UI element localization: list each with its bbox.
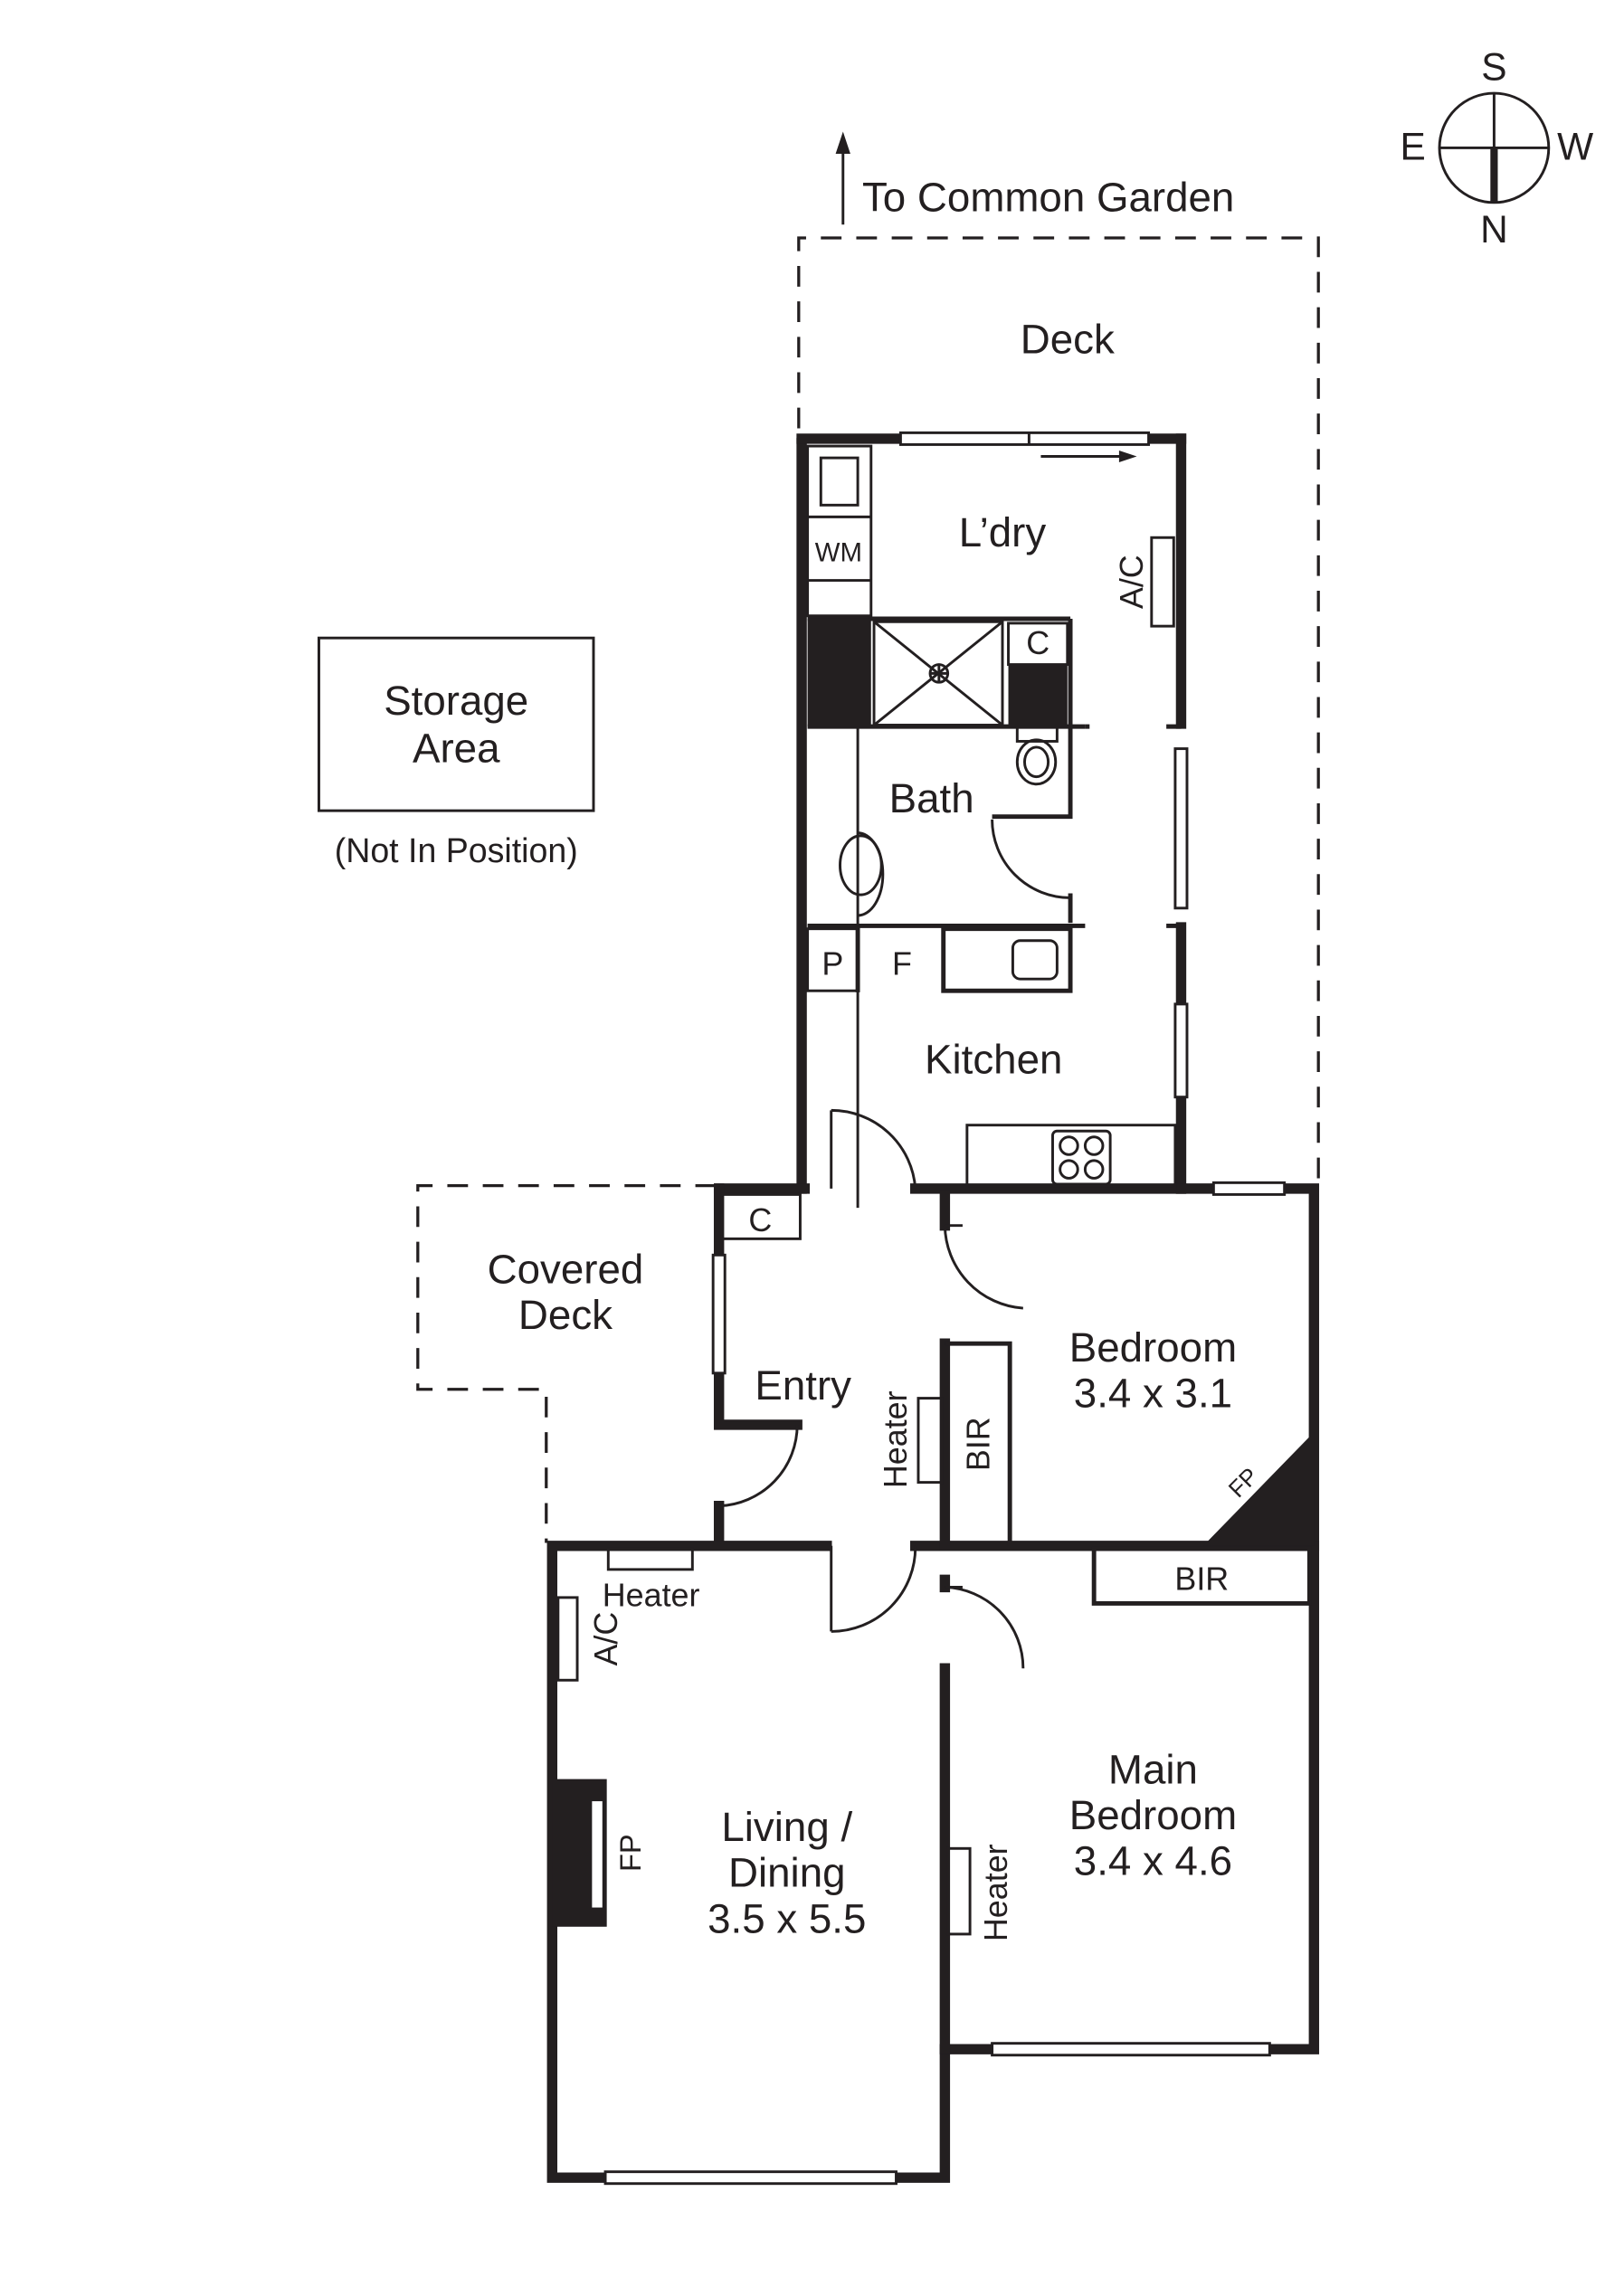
main-bedroom-door[interactable]: [945, 1585, 1025, 1669]
living-label-2: Dining: [728, 1850, 846, 1896]
ac-living-label: A/C: [588, 1612, 624, 1666]
storage-label-2: Area: [413, 725, 500, 771]
compass-north: N: [1480, 208, 1508, 251]
fridge-label: F: [892, 945, 912, 982]
fp-living-label: FP: [613, 1834, 647, 1872]
laundry-label: L’dry: [959, 509, 1047, 555]
main-bedroom-label-1: Main: [1108, 1746, 1198, 1792]
walls: [546, 433, 1320, 2183]
bedroom-fireplace: [1202, 1432, 1315, 1546]
front-door[interactable]: [718, 1424, 799, 1508]
bir-main-label: BIR: [1174, 1561, 1229, 1598]
shower-icon: [872, 620, 1004, 726]
ac-laundry-label: A/C: [1114, 555, 1150, 609]
deck-label: Deck: [1021, 316, 1115, 362]
storage-note: (Not In Position): [335, 831, 578, 869]
heater-main-label: Heater: [978, 1844, 1014, 1941]
compass-icon: S N E W: [1401, 45, 1594, 251]
kitchen-sink-icon: [1011, 939, 1059, 981]
washing-machine-label: WM: [815, 537, 862, 567]
compass-west: W: [1557, 125, 1593, 167]
covered-deck-label-2: Deck: [518, 1292, 613, 1338]
compass-south: S: [1481, 45, 1506, 88]
kitchen-door[interactable]: [830, 1108, 917, 1189]
storage-label-1: Storage: [384, 678, 528, 724]
storage-area: [318, 636, 595, 812]
heater-living-label: Heater: [603, 1578, 700, 1614]
bedroom-label: Bedroom: [1069, 1324, 1237, 1371]
living-size: 3.5 x 5.5: [708, 1895, 866, 1941]
arrow-up-icon: [835, 131, 850, 225]
cupboard-bath-label: C: [1026, 625, 1049, 661]
entry-label: Entry: [755, 1362, 851, 1409]
pantry-label: P: [821, 945, 843, 982]
windows: [603, 431, 1287, 2186]
heater-entry-label: Heater: [878, 1390, 914, 1488]
bedroom-door[interactable]: [943, 1224, 1023, 1310]
bath-door[interactable]: [991, 819, 1071, 899]
main-bedroom-size: 3.4 x 4.6: [1074, 1838, 1232, 1884]
main-bedroom-label-2: Bedroom: [1069, 1792, 1237, 1838]
deck-outline: [797, 236, 1320, 1181]
sink-icon: [819, 456, 859, 507]
bath-label: Bath: [889, 775, 974, 821]
kitchen-label: Kitchen: [925, 1037, 1062, 1083]
common-garden-label: To Common Garden: [862, 175, 1234, 221]
covered-deck-label-1: Covered: [488, 1246, 644, 1292]
living-door[interactable]: [830, 1545, 917, 1633]
covered-deck-outline: [416, 1183, 717, 1543]
cupboard-entry-label: C: [748, 1202, 772, 1238]
bir-bedroom-label: BIR: [960, 1417, 996, 1471]
cooktop-icon: [1051, 1129, 1112, 1186]
compass-east: E: [1401, 125, 1426, 167]
basin-icon: [839, 831, 885, 917]
toilet-icon: [1015, 725, 1059, 786]
living-label-1: Living /: [721, 1804, 852, 1850]
sliding-door-arrow-icon: [1040, 450, 1137, 463]
bedroom-size: 3.4 x 3.1: [1074, 1370, 1232, 1416]
